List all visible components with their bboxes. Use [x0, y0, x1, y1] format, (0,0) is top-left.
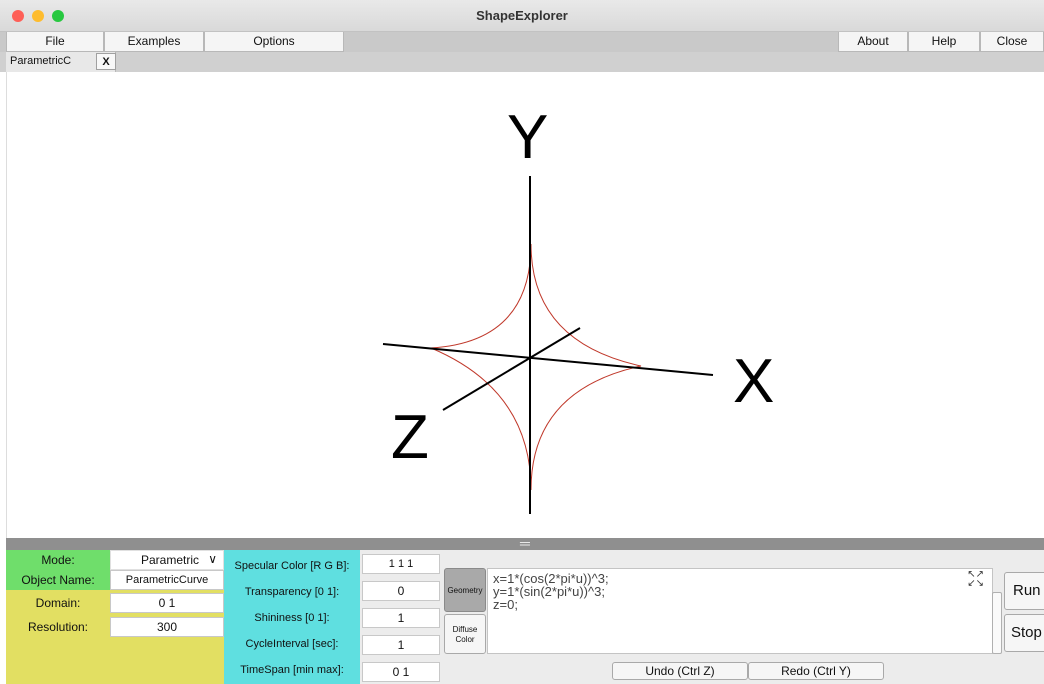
menu-help[interactable]: Help: [908, 32, 980, 52]
code-line: x=1*(cos(2*pi*u))^3;: [493, 571, 609, 586]
shininess-input[interactable]: 1: [362, 608, 440, 628]
astroid-curve: [430, 243, 642, 491]
diffuse-tab-line1: Diffuse: [452, 625, 478, 634]
y-axis-label: Y: [507, 103, 548, 172]
timespan-input[interactable]: 0 1: [362, 662, 440, 682]
object-properties-panel: Mode: Parametric ∨ Object Name: Parametr…: [6, 550, 224, 684]
resolution-input[interactable]: 300: [110, 617, 224, 637]
domain-input[interactable]: 0 1: [110, 593, 224, 613]
editor-scrollbar[interactable]: [992, 592, 1002, 654]
expand-icon[interactable]: ↖↗↙↘: [967, 569, 984, 589]
render-canvas[interactable]: Y X Z: [6, 72, 1044, 538]
menu-close[interactable]: Close: [980, 32, 1044, 52]
cycle-interval-label: CycleInterval [sec]:: [245, 638, 339, 650]
code-line: z=0;: [493, 597, 518, 612]
window-title: ShapeExplorer: [476, 8, 568, 23]
z-axis-line: [442, 327, 581, 411]
panel-splitter[interactable]: ═: [6, 535, 1044, 551]
geometry-tab[interactable]: Geometry: [444, 568, 486, 612]
mode-label: Mode:: [41, 553, 75, 567]
resolution-label: Resolution:: [27, 620, 89, 634]
menu-examples[interactable]: Examples: [104, 32, 204, 52]
specular-color-label: Specular Color [R G B]:: [234, 560, 350, 572]
object-name-label: Object Name:: [21, 573, 95, 587]
transparency-input[interactable]: 0: [362, 581, 440, 601]
code-line: y=1*(sin(2*pi*u))^3;: [493, 584, 605, 599]
menu-about[interactable]: About: [838, 32, 908, 52]
menu-options[interactable]: Options: [204, 32, 344, 52]
chevron-down-icon: ∨: [208, 552, 217, 566]
controls-panel: Mode: Parametric ∨ Object Name: Parametr…: [6, 550, 1044, 684]
specular-color-input[interactable]: 1 1 1: [362, 554, 440, 574]
mode-select[interactable]: Parametric ∨: [110, 550, 224, 570]
object-name-input[interactable]: ParametricCurve: [110, 570, 224, 590]
menu-bar: File Examples Options About Help Close: [0, 32, 1044, 52]
diffuse-color-tab[interactable]: Diffuse Color: [444, 614, 486, 654]
mode-select-value: Parametric: [141, 553, 200, 567]
tab-parametric[interactable]: ParametricC X: [6, 52, 116, 72]
undo-button[interactable]: Undo (Ctrl Z): [612, 662, 748, 680]
stop-button[interactable]: Stop: [1004, 614, 1044, 652]
domain-label: Domain:: [35, 596, 81, 610]
diffuse-tab-line2: Color: [455, 635, 475, 644]
minimize-window-button[interactable]: [32, 10, 44, 22]
object-name-label-bg: [6, 570, 110, 590]
close-window-button[interactable]: [12, 10, 24, 22]
equation-editor[interactable]: x=1*(cos(2*pi*u))^3; y=1*(sin(2*pi*u))^3…: [487, 568, 993, 654]
tab-label: ParametricC: [10, 55, 72, 67]
splitter-grip-icon: ═: [520, 535, 530, 551]
transparency-label: Transparency [0 1]:: [244, 586, 340, 598]
cycle-interval-input[interactable]: 1: [362, 635, 440, 655]
document-tab-bar: ParametricC X: [0, 52, 1044, 72]
redo-button[interactable]: Redo (Ctrl Y): [748, 662, 884, 680]
menu-file[interactable]: File: [6, 32, 104, 52]
run-button[interactable]: Run: [1004, 572, 1044, 610]
x-axis-line: [382, 343, 714, 376]
tab-close-button[interactable]: X: [96, 53, 116, 70]
zoom-window-button[interactable]: [52, 10, 64, 22]
scene-svg: Y X Z: [382, 103, 774, 514]
mode-label-bg: [6, 550, 110, 570]
z-axis-label: Z: [391, 403, 429, 472]
shininess-label: Shininess [0 1]:: [254, 612, 330, 624]
title-bar: ShapeExplorer: [0, 0, 1044, 32]
x-axis-label: X: [733, 347, 774, 416]
material-properties-panel: Specular Color [R G B]: Transparency [0 …: [224, 550, 360, 684]
timespan-label: TimeSpan [min max]:: [240, 664, 344, 676]
